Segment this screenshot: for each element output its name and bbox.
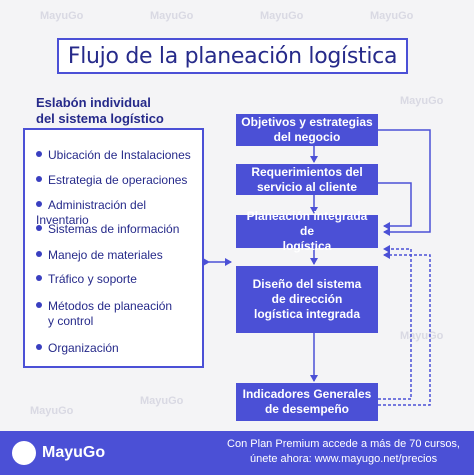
footer-brand: MayuGo bbox=[42, 444, 106, 461]
list-item-label: Manejo de materiales bbox=[48, 248, 163, 262]
bullet-icon bbox=[36, 151, 42, 157]
list-item: Administración del Inventario bbox=[36, 198, 202, 228]
bullet-icon bbox=[36, 201, 42, 207]
list-item: Sistemas de información bbox=[36, 222, 179, 237]
list-item-label: Estrategia de operaciones bbox=[48, 173, 188, 187]
footer-promo[interactable]: Con Plan Premium accede a más de 70 curs… bbox=[227, 437, 460, 467]
list-item: Estrategia de operaciones bbox=[36, 173, 187, 188]
sidebar-header-line1: Eslabón individual bbox=[36, 95, 151, 110]
list-item-label: Tráfico y soporte bbox=[48, 272, 137, 286]
flow-box-line: de desempeño bbox=[264, 402, 349, 416]
feedback-arrow bbox=[378, 182, 412, 230]
feedback-arrow bbox=[378, 129, 431, 236]
list-item-label: Ubicación de Instalaciones bbox=[48, 148, 191, 162]
flow-box-line: Objetivos y estrategias bbox=[241, 115, 373, 129]
list-item: Ubicación de Instalaciones bbox=[36, 148, 191, 163]
watermark-text: MayuGo bbox=[150, 10, 194, 22]
flow-box-line: logística bbox=[282, 239, 332, 253]
flow-box-line: de dirección bbox=[271, 292, 343, 306]
watermark-text: MayuGo bbox=[370, 10, 414, 22]
footer-banner: MayuGo Con Plan Premium accede a más de … bbox=[0, 431, 474, 475]
watermark-text: MayuGo bbox=[260, 10, 304, 22]
watermark-text: MayuGo bbox=[30, 405, 74, 417]
list-item: Manejo de materiales bbox=[36, 248, 163, 263]
flow-box-line: del negocio bbox=[273, 130, 341, 144]
list-item: Organización bbox=[36, 341, 119, 356]
list-item-label: Sistemas de información bbox=[48, 222, 180, 236]
list-item-label-cont: y control bbox=[48, 314, 94, 328]
list-item-label: Administración del Inventario bbox=[36, 198, 147, 227]
feedback-arrow-dashed bbox=[378, 245, 412, 400]
sidebar-box: Ubicación de Instalaciones Estrategia de… bbox=[23, 128, 204, 368]
mayugo-logo-icon bbox=[12, 441, 36, 465]
watermark-text: MayuGo bbox=[400, 95, 444, 107]
sidebar-header-line2: del sistema logístico bbox=[36, 111, 164, 126]
flow-box-line: Diseño del sistema bbox=[252, 277, 362, 291]
sidebar-header: Eslabón individual del sistema logístico bbox=[36, 95, 164, 127]
bullet-icon bbox=[36, 302, 42, 308]
watermark-text: MayuGo bbox=[140, 395, 184, 407]
bullet-icon bbox=[36, 225, 42, 231]
flow-box-line: Indicadores Generales bbox=[242, 387, 372, 401]
flow-box-line: Requerimientos del bbox=[251, 164, 363, 179]
feedback-arrow-dashed bbox=[378, 251, 431, 406]
bullet-icon bbox=[36, 275, 42, 281]
watermark-text: MayuGo bbox=[40, 10, 84, 22]
footer-promo-line1: Con Plan Premium accede a más de 70 curs… bbox=[227, 438, 460, 450]
list-item-label: Organización bbox=[48, 341, 119, 355]
flow-box-line: servicio al cliente bbox=[256, 179, 358, 194]
footer-promo-link[interactable]: únete ahora: www.mayugo.net/precios bbox=[249, 453, 438, 465]
list-item: Tráfico y soporte bbox=[36, 272, 137, 287]
title-box: Flujo de la planeación logística bbox=[57, 38, 408, 74]
page-title: Flujo de la planeación logística bbox=[67, 43, 398, 69]
bullet-icon bbox=[36, 344, 42, 350]
bullet-icon bbox=[36, 176, 42, 182]
flow-box-line: logística integrada bbox=[253, 307, 361, 321]
flow-box-line: Planeación integrada de bbox=[246, 209, 368, 238]
bullet-icon bbox=[36, 251, 42, 257]
list-item-label: Métodos de planeación bbox=[48, 299, 173, 313]
